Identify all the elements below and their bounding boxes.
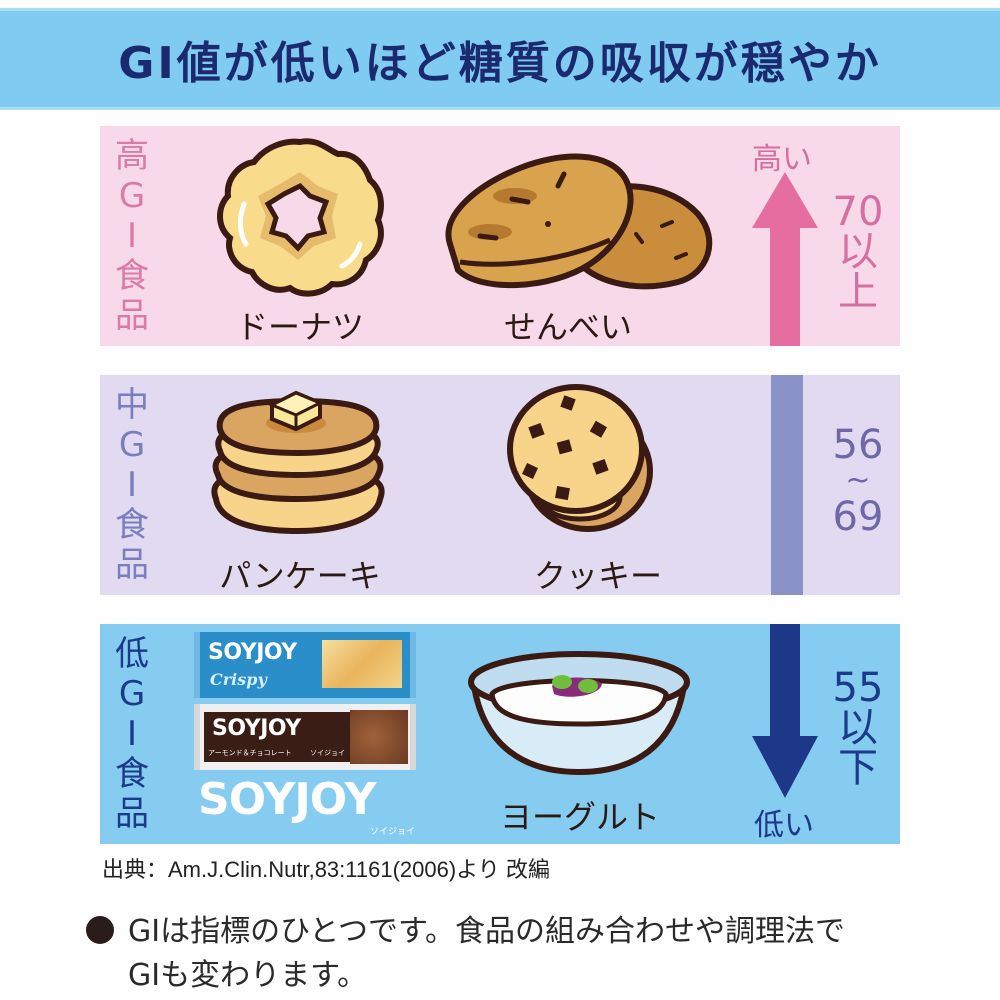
note: GIは指標のひとつです。食品の組み合わせや調理法で GIも変わります。 — [86, 910, 845, 998]
soyjoy-crispy-photo — [322, 640, 402, 688]
donut-icon — [217, 138, 384, 297]
mid-gi-band: 中 G I 食 品 パンケーキ クッキー 56 ~ 69 — [100, 375, 900, 595]
gi-range-high: 70 以 上 — [832, 189, 884, 315]
soyjoy-chocolate-bar: SOYJOY アーモンド＆チョコレート ソイジョイ — [194, 704, 416, 770]
pancake-icon — [211, 390, 385, 535]
food-name-pancake: パンケーキ — [219, 557, 381, 595]
high-gi-label: 高 G I 食 品 — [115, 136, 149, 336]
cookie-icon — [507, 384, 653, 532]
arrow-label-high: 高い — [752, 142, 812, 177]
arrow-label-low: 低い — [754, 808, 814, 843]
food-name-cookie: クッキー — [533, 557, 663, 595]
low-gi-band: 低 G I 食 品 SOYJOY Crispy SOYJOY アーモンド＆チョコ… — [100, 624, 900, 844]
food-name-yogurt: ヨーグルト — [499, 798, 661, 836]
high-gi-band: 高 G I 食 品 ドーナツ せんべい 高い 70 以 上 — [100, 126, 900, 346]
food-name-donut: ドーナツ — [235, 308, 365, 346]
bullet-icon — [86, 916, 114, 944]
arrow-down-icon — [752, 624, 818, 798]
title-banner: GI値が低いほど糖質の吸収が穏やか — [0, 8, 1000, 110]
page-title: GI値が低いほど糖質の吸収が穏やか — [118, 38, 882, 89]
soyjoy-crispy-bar: SOYJOY Crispy — [194, 632, 416, 698]
yogurt-icon — [468, 651, 690, 776]
low-gi-label: 低 G I 食 品 — [115, 634, 149, 834]
soyjoy-bars-image: SOYJOY Crispy SOYJOY アーモンド＆チョコレート ソイジョイ … — [194, 632, 416, 837]
senbei-icon — [445, 153, 713, 290]
source-citation: 出典：Am.J.Clin.Nutr,83:1161(2006)より 改編 — [102, 857, 550, 882]
mid-range-bar — [771, 375, 803, 595]
soyjoy-chocolate-photo — [350, 710, 408, 764]
gi-range-low: 55 以 下 — [832, 665, 884, 791]
soyjoy-logo: SOYJOY — [198, 774, 376, 825]
gi-range-mid: 56 ~ 69 — [832, 422, 884, 540]
food-name-senbei: せんべい — [503, 308, 633, 346]
arrow-up-icon — [752, 172, 818, 346]
soyjoy-logo-kana: ソイジョイ — [370, 827, 416, 837]
mid-gi-label: 中 G I 食 品 — [115, 385, 149, 585]
